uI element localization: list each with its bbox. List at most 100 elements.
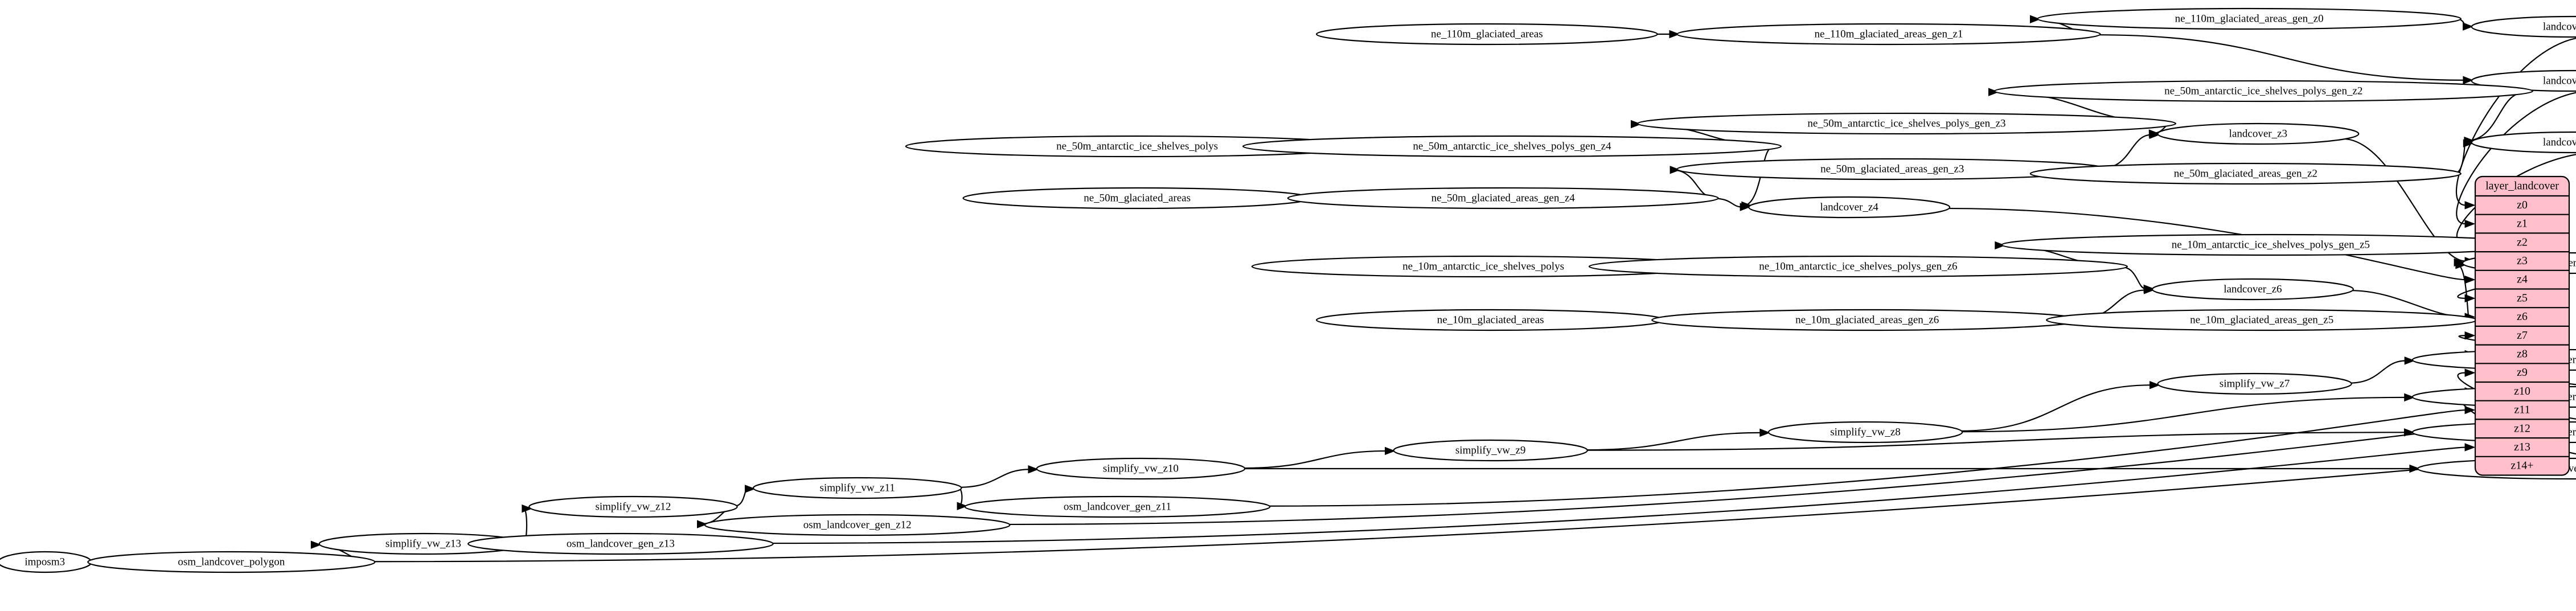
node-label: landcover_z4 <box>1820 201 1878 213</box>
edge <box>959 469 1030 488</box>
graph-node[interactable]: simplify_vw_z10 <box>1036 457 1246 480</box>
node-ellipse <box>2157 122 2360 145</box>
node-ellipse <box>2157 372 2352 395</box>
node-label: osm_landcover_gen_z13 <box>567 538 675 550</box>
record-row-z6[interactable]: z6 <box>2517 310 2528 323</box>
edge <box>1242 450 1387 469</box>
node-label: ne_10m_antarctic_ice_shelves_polys_gen_z… <box>2172 239 2370 251</box>
graph-node[interactable]: osm_landcover_gen_z13 <box>467 532 774 555</box>
record-node-layer-landcover[interactable]: layer_landcover z0 z1 z2 z3 z4 z5 z6 z7 z8 z9 z10 z1… <box>2474 175 2570 476</box>
node-label: ne_50m_glaciated_areas_gen_z4 <box>1431 192 1576 204</box>
node-label: ne_50m_antarctic_ice_shelves_polys <box>1056 140 1218 152</box>
graph-node[interactable]: ne_50m_glaciated_areas_gen_z3 <box>1676 158 2109 181</box>
node-ellipse <box>2037 7 2462 30</box>
graph-node[interactable]: landcover_z0 <box>2471 15 2576 38</box>
node-label: osm_landcover_gen_z11 <box>1064 501 1171 512</box>
node-label: simplify_vw_z12 <box>595 501 671 512</box>
node-label: ne_10m_glaciated_areas <box>1437 314 1544 326</box>
graph-node[interactable]: osm_landcover_gen_z12 <box>704 514 1011 536</box>
record-row-z5[interactable]: z5 <box>2517 292 2528 304</box>
graph-node[interactable]: simplify_vw_z13 <box>318 532 528 555</box>
graph-node[interactable]: ne_50m_glaciated_areas_gen_z2 <box>2029 162 2462 185</box>
record-row-z8[interactable]: z8 <box>2517 348 2528 360</box>
graph-node[interactable]: ne_10m_glaciated_areas_gen_z6 <box>1651 309 2083 331</box>
node-ellipse <box>1036 457 1246 480</box>
graph-node[interactable]: landcover_z6 <box>2151 278 2354 301</box>
edge <box>372 465 2466 563</box>
graph-node[interactable]: ne_10m_antarctic_ice_shelves_polys_gen_z… <box>2001 233 2541 256</box>
edge <box>769 446 2466 544</box>
graph-node[interactable]: osm_landcover_gen_z11 <box>964 495 1271 518</box>
node-ellipse <box>2029 162 2462 185</box>
node-label: osm_landcover_gen_z12 <box>803 519 912 531</box>
graph-node[interactable]: imposm3 <box>0 551 92 573</box>
graph-node[interactable]: osm_landcover_polygon <box>87 551 376 573</box>
record-row-z11[interactable]: z11 <box>2514 404 2530 416</box>
node-ellipse <box>2471 15 2576 38</box>
graph-node[interactable]: ne_10m_glaciated_areas_gen_z5 <box>2046 309 2478 331</box>
edge <box>1959 384 2152 432</box>
graph-node[interactable]: ne_50m_antarctic_ice_shelves_polys_gen_z… <box>1242 135 1782 158</box>
record-node-layer: layer_landcover z0 z1 z2 z3 z4 z5 z6 z7 z8 z9 z10 z1… <box>2474 175 2570 476</box>
record-row-z2[interactable]: z2 <box>2517 236 2528 248</box>
node-label: simplify_vw_z10 <box>1103 462 1179 474</box>
graph-node[interactable]: ne_10m_glaciated_areas <box>1315 309 1666 331</box>
edge <box>1585 432 1762 451</box>
node-ellipse <box>752 477 962 499</box>
record-row-z4[interactable]: z4 <box>2517 273 2528 286</box>
graph-node[interactable]: ne_50m_glaciated_areas <box>962 187 1312 210</box>
graph-node[interactable]: simplify_vw_z9 <box>1393 439 1588 462</box>
graph-node[interactable]: ne_50m_antarctic_ice_shelves_polys_gen_z… <box>1636 112 2177 135</box>
graph-node[interactable]: ne_110m_glaciated_areas_gen_z0 <box>2037 7 2462 30</box>
edge <box>2343 138 2466 262</box>
node-label: landcover_z2 <box>2543 136 2576 148</box>
node-ellipse <box>1242 135 1782 158</box>
node-label: ne_110m_glaciated_areas <box>1431 28 1543 40</box>
node-label: ne_50m_antarctic_ice_shelves_polys_gen_z… <box>2164 85 2362 97</box>
edge <box>2456 92 2576 225</box>
node-ellipse <box>1287 187 1719 210</box>
graph-node[interactable]: landcover_z3 <box>2157 122 2360 145</box>
node-label: ne_10m_antarctic_ice_shelves_polys <box>1402 260 1564 272</box>
graph-node[interactable]: simplify_vw_z11 <box>752 477 962 499</box>
node-label: imposm3 <box>24 556 65 568</box>
edge <box>2349 360 2407 384</box>
node-label: ne_50m_glaciated_areas_gen_z2 <box>2174 167 2317 179</box>
node-label: ne_10m_glaciated_areas_gen_z6 <box>1795 314 1939 326</box>
record-row-z0[interactable]: z0 <box>2517 199 2528 211</box>
node-label: simplify_vw_z11 <box>820 482 895 494</box>
record-row-z12[interactable]: z12 <box>2514 422 2530 434</box>
graph-node[interactable]: ne_10m_antarctic_ice_shelves_polys_gen_z… <box>1588 255 2128 278</box>
graph-node[interactable]: ne_50m_glaciated_areas_gen_z4 <box>1287 187 1719 210</box>
record-row-z3[interactable]: z3 <box>2517 255 2528 267</box>
graph-node[interactable]: landcover_z2 <box>2471 131 2576 154</box>
record-row-z7[interactable]: z7 <box>2517 329 2528 342</box>
graph-node[interactable]: ne_50m_antarctic_ice_shelves_polys <box>905 135 1369 158</box>
node-label: ne_110m_glaciated_areas_gen_z1 <box>1814 28 1963 40</box>
node-label: ne_50m_glaciated_areas_gen_z3 <box>1820 163 1964 175</box>
graph-node[interactable]: simplify_vw_z8 <box>1767 421 1963 444</box>
record-row-z1[interactable]: z1 <box>2517 218 2528 230</box>
graph-node[interactable]: ne_50m_antarctic_ice_shelves_polys_gen_z… <box>1993 80 2533 102</box>
record-row-z14+[interactable]: z14+ <box>2511 460 2533 472</box>
graph-node[interactable]: ne_110m_glaciated_areas <box>1316 23 1658 46</box>
graph-node[interactable]: landcover_z4 <box>1748 196 1951 219</box>
edge <box>1585 432 2406 451</box>
node-label: simplify_vw_z9 <box>1455 444 1526 456</box>
graph-node[interactable]: simplify_vw_z12 <box>528 495 738 518</box>
node-ellipse <box>1588 255 2128 278</box>
record-row-z13[interactable]: z13 <box>2514 441 2530 453</box>
edge <box>2095 34 2465 81</box>
node-label: simplify_vw_z13 <box>385 538 461 550</box>
node-label: ne_50m_antarctic_ice_shelves_polys_gen_z… <box>1807 117 2005 129</box>
node-ellipse <box>704 514 1011 536</box>
node-label: simplify_vw_z8 <box>1830 426 1901 438</box>
edge <box>2455 38 2576 206</box>
record-row-z10[interactable]: z10 <box>2514 385 2530 397</box>
graph-node[interactable]: ne_110m_glaciated_areas_gen_z1 <box>1676 23 2101 46</box>
record-header-label: layer_landcover <box>2485 180 2559 192</box>
node-ellipse <box>1316 23 1658 46</box>
record-row-z9[interactable]: z9 <box>2517 366 2528 379</box>
graph-node[interactable]: simplify_vw_z7 <box>2157 372 2352 395</box>
